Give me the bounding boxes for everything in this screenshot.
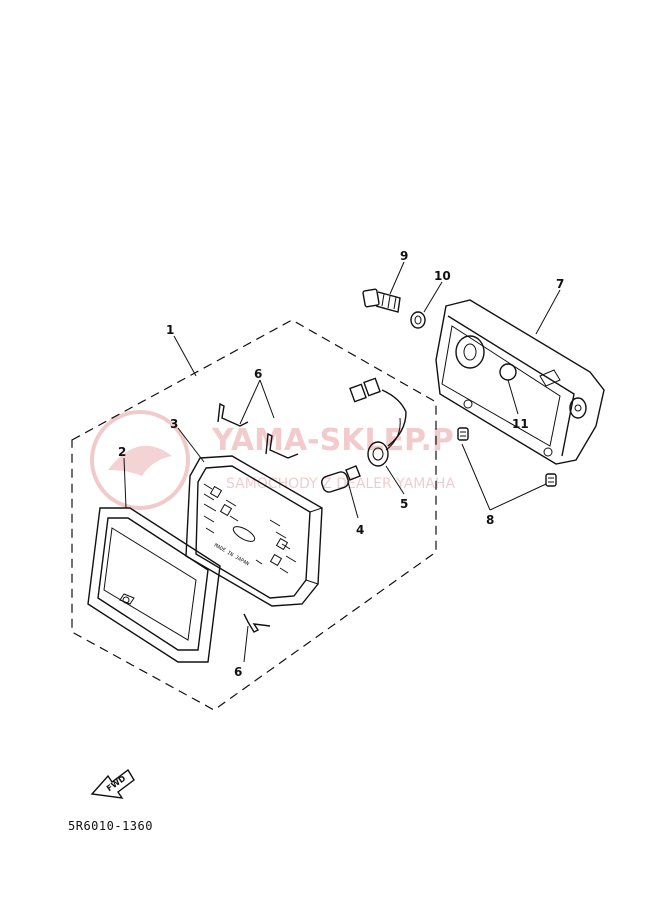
callout-4: 4 <box>356 523 364 537</box>
callout-8: 8 <box>486 513 494 527</box>
part-washer <box>410 311 426 329</box>
lens-markings: MADE IN JAPAN <box>213 543 250 568</box>
part-spring-clip-lower <box>243 613 271 633</box>
part-rim <box>87 507 221 663</box>
callout-1: 1 <box>166 323 174 337</box>
callout-7: 7 <box>556 277 564 291</box>
watermark-logo-icon <box>90 410 190 510</box>
callout-11: 11 <box>512 417 529 431</box>
diagram-code: 5R6010-1360 <box>68 819 153 833</box>
part-bulb <box>321 465 361 493</box>
callouts: 1 2 3 4 5 6 6 7 8 9 10 11 <box>118 249 564 679</box>
callout-9: 9 <box>400 249 408 263</box>
callout-5: 5 <box>400 497 408 511</box>
callout-10: 10 <box>434 269 451 283</box>
part-spring-clip-upper <box>217 402 299 459</box>
part-screws <box>457 427 557 487</box>
callout-6-upper: 6 <box>254 367 262 381</box>
callout-6-lower: 6 <box>234 665 242 679</box>
watermark: YAMA-SKLEP.P SAMOCHODY Z DEALER YAMAHA <box>90 410 455 510</box>
forward-arrow-icon: FWD <box>90 768 135 799</box>
watermark-subtitle: SAMOCHODY Z DEALER YAMAHA <box>226 476 455 492</box>
leader-lines <box>123 261 561 663</box>
part-bolt <box>362 288 401 313</box>
callout-3: 3 <box>170 417 178 431</box>
watermark-title: YAMA-SKLEP.P <box>211 423 454 458</box>
part-socket <box>349 377 407 467</box>
part-headlight-case <box>435 299 605 465</box>
callout-2: 2 <box>118 445 126 459</box>
